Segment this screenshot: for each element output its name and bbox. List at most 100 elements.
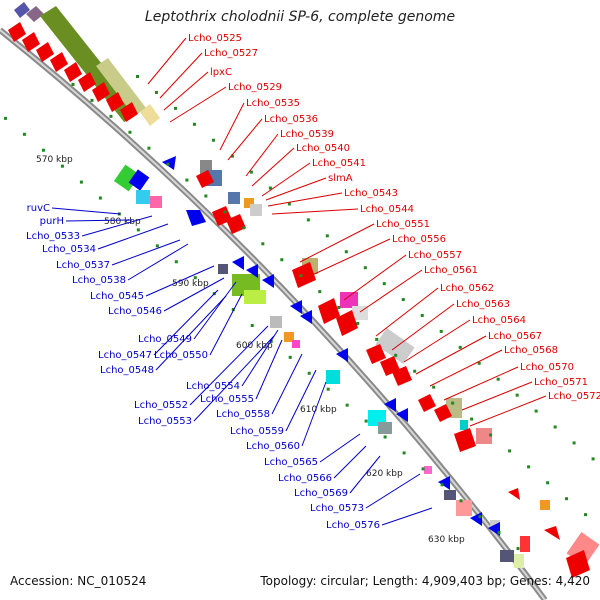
scale-label: 580 kbp bbox=[104, 217, 141, 227]
leader-line bbox=[193, 335, 275, 422]
gene-label: Lcho_0538 bbox=[72, 275, 126, 286]
leader-line bbox=[267, 192, 343, 207]
scale-tick bbox=[326, 387, 330, 391]
scale-tick bbox=[363, 266, 367, 270]
accession-label: Accession: NC_010524 bbox=[10, 574, 147, 588]
leader-line bbox=[147, 37, 187, 85]
scale-tick bbox=[154, 90, 158, 94]
gene-label: Lcho_0545 bbox=[90, 291, 144, 302]
leader-line bbox=[251, 147, 295, 187]
scale-tick bbox=[432, 385, 436, 389]
scale-tick bbox=[572, 441, 576, 445]
gene-label: Lcho_0566 bbox=[278, 473, 332, 484]
scale-tick bbox=[318, 290, 322, 294]
gene-label: Lcho_0569 bbox=[294, 488, 348, 499]
gene-label: Lcho_0557 bbox=[408, 250, 462, 261]
gene-label: Lcho_0535 bbox=[246, 98, 300, 109]
gene-label: Lcho_0560 bbox=[246, 441, 300, 452]
scale-tick bbox=[136, 75, 139, 78]
gene-label: Lcho_0572 bbox=[548, 391, 600, 402]
leader-line bbox=[145, 265, 215, 297]
scale-tick bbox=[383, 435, 387, 439]
scale-tick bbox=[109, 114, 113, 118]
leader-line bbox=[319, 433, 361, 463]
leader-line bbox=[155, 295, 227, 371]
leader-line bbox=[309, 238, 391, 277]
gene-label: Lcho_0567 bbox=[488, 331, 542, 342]
scale-tick bbox=[421, 467, 425, 471]
gene-label: Lcho_0562 bbox=[440, 283, 494, 294]
gene-label: Lcho_0529 bbox=[228, 82, 282, 93]
scale-ticks bbox=[3, 75, 595, 551]
gene-label: Lcho_0534 bbox=[42, 244, 96, 255]
scale-tick bbox=[287, 202, 291, 206]
scale-tick bbox=[307, 371, 311, 375]
gene-label: Lcho_0564 bbox=[472, 315, 526, 326]
scale-tick bbox=[90, 98, 94, 102]
leader-line bbox=[65, 219, 133, 222]
leader-line bbox=[163, 71, 209, 111]
scale-tick bbox=[249, 170, 253, 174]
scale-tick bbox=[477, 361, 481, 365]
map-title: Leptothrix cholodnii SP-6, complete geno… bbox=[144, 9, 456, 25]
leader-line bbox=[51, 207, 121, 215]
leader-line bbox=[381, 507, 433, 526]
leader-line bbox=[159, 52, 203, 99]
scale-tick bbox=[508, 449, 512, 453]
leader-line bbox=[461, 381, 533, 411]
gene-label: Lcho_0556 bbox=[392, 234, 446, 245]
leader-line bbox=[245, 133, 279, 177]
leader-line bbox=[81, 215, 153, 237]
scale-tick bbox=[515, 393, 519, 397]
scale-label: 570 kbp bbox=[36, 155, 73, 165]
scale-tick bbox=[470, 417, 474, 421]
scale-tick bbox=[173, 106, 177, 110]
leader-line bbox=[359, 269, 423, 313]
scale-tick bbox=[344, 250, 348, 254]
gene-label: ruvC bbox=[27, 203, 50, 214]
leader-line bbox=[169, 86, 227, 123]
gene-label: Lcho_0525 bbox=[188, 33, 242, 44]
gene-label: Lcho_0527 bbox=[204, 48, 258, 59]
gene-label: purH bbox=[40, 216, 64, 227]
leader-line bbox=[391, 303, 455, 351]
gene-label: Lcho_0547 bbox=[98, 350, 152, 361]
gene-label: Lcho_0541 bbox=[312, 158, 366, 169]
reverse-gene-labels: ruvCpurHLcho_0533Lcho_0534Lcho_0537Lcho_… bbox=[26, 203, 433, 531]
scale-tick bbox=[192, 122, 196, 126]
scale-tick bbox=[3, 116, 7, 120]
forward-arrows bbox=[196, 170, 590, 578]
scale-label: 600 kbp bbox=[236, 341, 273, 351]
scale-tick bbox=[584, 513, 588, 517]
gene-label: Lcho_0563 bbox=[456, 299, 510, 310]
scale-tick bbox=[71, 82, 75, 86]
leader-line bbox=[403, 319, 471, 363]
scale-tick bbox=[242, 226, 246, 230]
leader-line bbox=[227, 118, 263, 161]
scale-tick bbox=[413, 369, 417, 373]
gene-label: Lcho_0548 bbox=[100, 365, 154, 376]
leader-line bbox=[343, 254, 407, 301]
scale-tick bbox=[60, 164, 64, 168]
gene-label: Lcho_0552 bbox=[134, 400, 188, 411]
leader-line bbox=[241, 329, 279, 387]
scale-tick bbox=[356, 321, 360, 325]
inner-features bbox=[113, 160, 600, 568]
gene-label: Lcho_0539 bbox=[280, 129, 334, 140]
gene-label: Lcho_0536 bbox=[264, 114, 318, 125]
scale-tick bbox=[261, 242, 265, 246]
leader-line bbox=[333, 445, 367, 479]
scale-tick bbox=[546, 481, 550, 485]
gene-label: Lcho_0559 bbox=[230, 426, 284, 437]
scale-tick bbox=[22, 132, 26, 136]
leader-line bbox=[265, 177, 327, 201]
leader-line bbox=[349, 455, 381, 494]
leader-line bbox=[271, 208, 359, 215]
scale-tick bbox=[98, 196, 102, 200]
scale-tick bbox=[591, 457, 595, 461]
leader-line bbox=[299, 223, 375, 263]
scale-tick bbox=[136, 228, 140, 232]
scale-tick bbox=[280, 258, 284, 262]
scale-tick bbox=[230, 154, 234, 158]
